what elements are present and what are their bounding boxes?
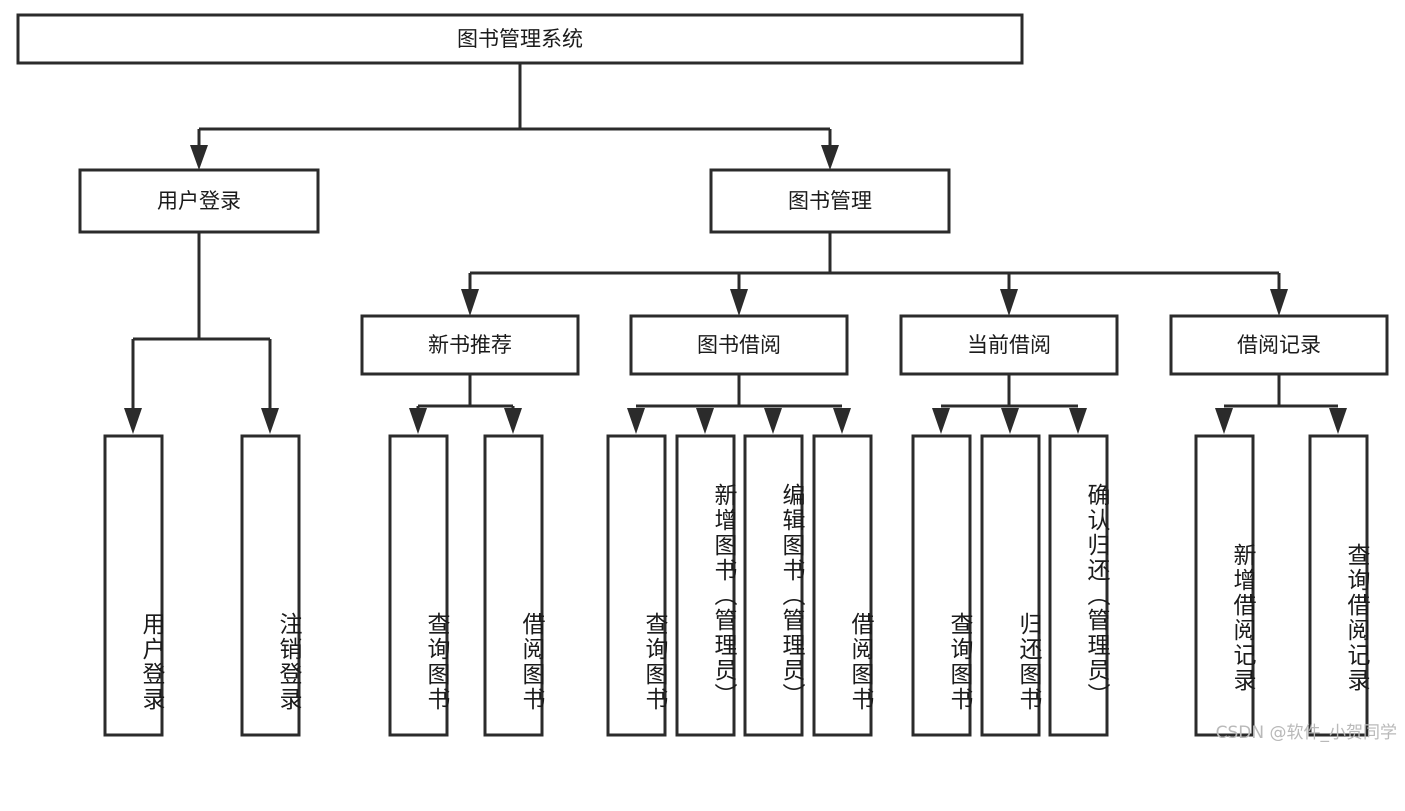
leaf-box-borrow-record-1[interactable] xyxy=(1194,434,1255,737)
node-borrow-record-box[interactable] xyxy=(1169,314,1389,376)
node-current-borrow-box[interactable] xyxy=(899,314,1119,376)
flowchart-svg: 图书管理系统 用户登录 图书管理 新书推荐 图书借阅 当前借阅 借阅记录 xyxy=(16,13,1389,737)
arrow-to-leaf-book-borrow-3 xyxy=(764,408,782,434)
leaf-box-current-borrow-3[interactable] xyxy=(1048,434,1109,737)
arrow-to-leaf-new-book-2 xyxy=(504,408,522,434)
node-book-borrow-label: 图书借阅 xyxy=(697,333,781,357)
watermark-label: CSDN @软件_小贺同学 xyxy=(1215,723,1397,743)
arrow-to-book-borrow xyxy=(730,289,748,316)
leaf-box-new-book-1[interactable] xyxy=(388,434,449,737)
node-book-management-label: 图书管理 xyxy=(788,189,872,213)
node-new-book-recommend-label: 新书推荐 xyxy=(428,333,512,357)
flowchart-canvas: 图书管理系统 用户登录 图书管理 新书推荐 图书借阅 当前借阅 借阅记录 xyxy=(16,13,1397,743)
arrow-to-leaf-borrow-record-2 xyxy=(1329,408,1347,434)
leaf-box-user-login-1[interactable] xyxy=(103,434,164,737)
node-book-management[interactable]: 图书管理 xyxy=(709,168,951,234)
arrow-to-leaf-borrow-record-1 xyxy=(1215,408,1233,434)
arrow-to-leaf-current-borrow-3 xyxy=(1069,408,1087,434)
leaf-box-borrow-record-2[interactable] xyxy=(1308,434,1369,737)
node-current-borrow[interactable]: 当前借阅 xyxy=(899,314,1119,376)
arrow-to-book-mgmt xyxy=(821,145,839,170)
arrow-to-leaf-book-borrow-1 xyxy=(627,408,645,434)
arrow-to-leaf-current-borrow-2 xyxy=(1001,408,1019,434)
arrow-to-leaf-book-borrow-2 xyxy=(696,408,714,434)
leaf-box-book-borrow-4[interactable] xyxy=(812,434,873,737)
leaf-box-book-borrow-3[interactable] xyxy=(743,434,804,737)
node-user-login-box[interactable] xyxy=(78,168,320,234)
connector-group xyxy=(124,63,1347,434)
arrow-to-borrow-record xyxy=(1270,289,1288,316)
arrow-to-user-login xyxy=(190,145,208,170)
leaf-box-new-book-2[interactable] xyxy=(483,434,544,737)
node-new-book-recommend-box[interactable] xyxy=(360,314,580,376)
arrow-to-new-book xyxy=(461,289,479,316)
arrow-to-leaf-user-login-1 xyxy=(124,408,142,434)
arrow-to-leaf-user-login-2 xyxy=(261,408,279,434)
leaf-box-book-borrow-2[interactable] xyxy=(675,434,736,737)
leaf-box-user-login-2[interactable] xyxy=(240,434,301,737)
node-root[interactable]: 图书管理系统 xyxy=(16,13,1024,65)
node-borrow-record[interactable]: 借阅记录 xyxy=(1169,314,1389,376)
node-book-borrow-box[interactable] xyxy=(629,314,849,376)
leaf-box-current-borrow-1[interactable] xyxy=(911,434,972,737)
leaf-box-current-borrow-2[interactable] xyxy=(980,434,1041,737)
node-user-login-label: 用户登录 xyxy=(157,189,241,213)
node-book-management-box[interactable] xyxy=(709,168,951,234)
node-book-borrow[interactable]: 图书借阅 xyxy=(629,314,849,376)
node-new-book-recommend[interactable]: 新书推荐 xyxy=(360,314,580,376)
node-current-borrow-label: 当前借阅 xyxy=(967,333,1051,357)
node-user-login[interactable]: 用户登录 xyxy=(78,168,320,234)
node-root-box[interactable] xyxy=(16,13,1024,65)
arrow-to-current-borrow xyxy=(1000,289,1018,316)
node-borrow-record-label: 借阅记录 xyxy=(1237,333,1321,357)
arrow-to-leaf-book-borrow-4 xyxy=(833,408,851,434)
arrow-to-leaf-new-book-1 xyxy=(409,408,427,434)
arrow-to-leaf-current-borrow-1 xyxy=(932,408,950,434)
leaf-box-book-borrow-1[interactable] xyxy=(606,434,667,737)
node-root-label: 图书管理系统 xyxy=(457,27,583,51)
